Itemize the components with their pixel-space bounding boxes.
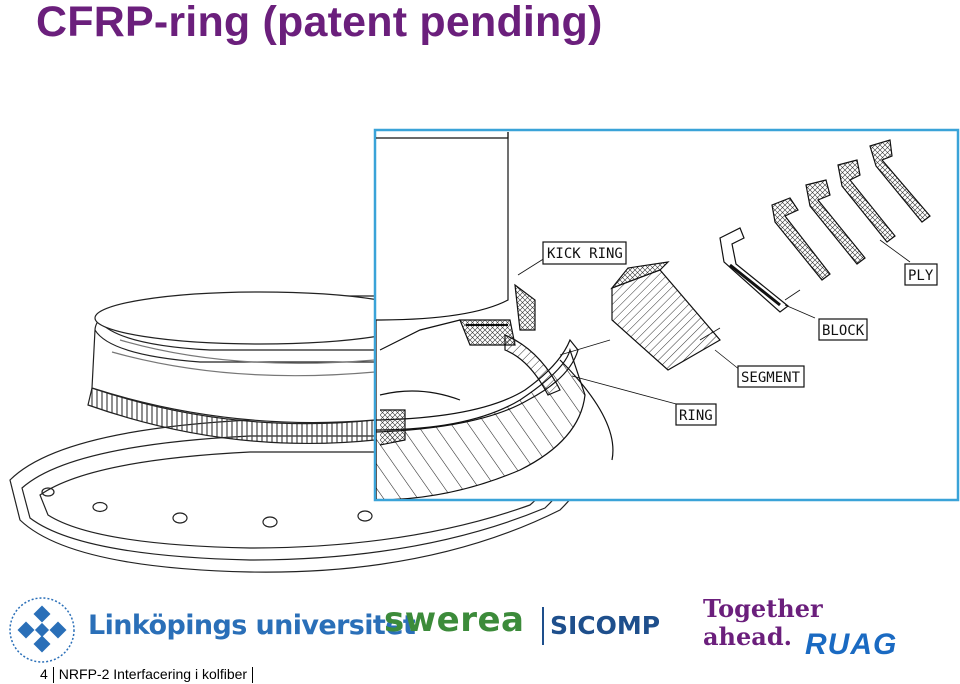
callout-block-box [818, 318, 868, 341]
footer-divider-end [252, 667, 254, 684]
callout-segment: SEGMENT [741, 370, 801, 386]
callout-kick-ring-box [542, 241, 627, 265]
liu-logo-text: Linköpings universitet [88, 610, 416, 641]
segment-part [610, 261, 721, 371]
callout-block: BLOCK [822, 323, 865, 339]
callout-ring-box [675, 403, 717, 426]
logo-separator [542, 607, 544, 645]
liu-logo-icon [9, 597, 75, 663]
sicomp-logo: SICOMP [550, 611, 661, 640]
detail-view [376, 132, 931, 499]
callout-ply: PLY [908, 268, 934, 284]
footer-text: NRFP-2 Interfacering i kolfiber [58, 666, 248, 682]
slide-title: CFRP-ring (patent pending) [36, 0, 603, 46]
callout-segment-box [737, 365, 805, 388]
swerea-logo: swerea [384, 600, 525, 640]
footer-divider [52, 667, 54, 684]
ruag-logo: RUAG [805, 628, 898, 661]
page-number: 4 [40, 666, 48, 682]
cfrp-ring-drawing: KICK RING PLY BLOCK SEGMENT RING [9, 128, 960, 573]
callout-ring: RING [679, 408, 713, 424]
callout-kick-ring: KICK RING [547, 246, 623, 262]
callouts: KICK RING PLY BLOCK SEGMENT RING [542, 241, 938, 426]
together-ahead-slogan: Together ahead. [703, 594, 823, 651]
callout-ply-box [904, 263, 938, 286]
ply-parts [771, 139, 931, 281]
slide-footer: 4 NRFP-2 Interfacering i kolfiber [40, 664, 258, 684]
block-part [719, 227, 789, 313]
